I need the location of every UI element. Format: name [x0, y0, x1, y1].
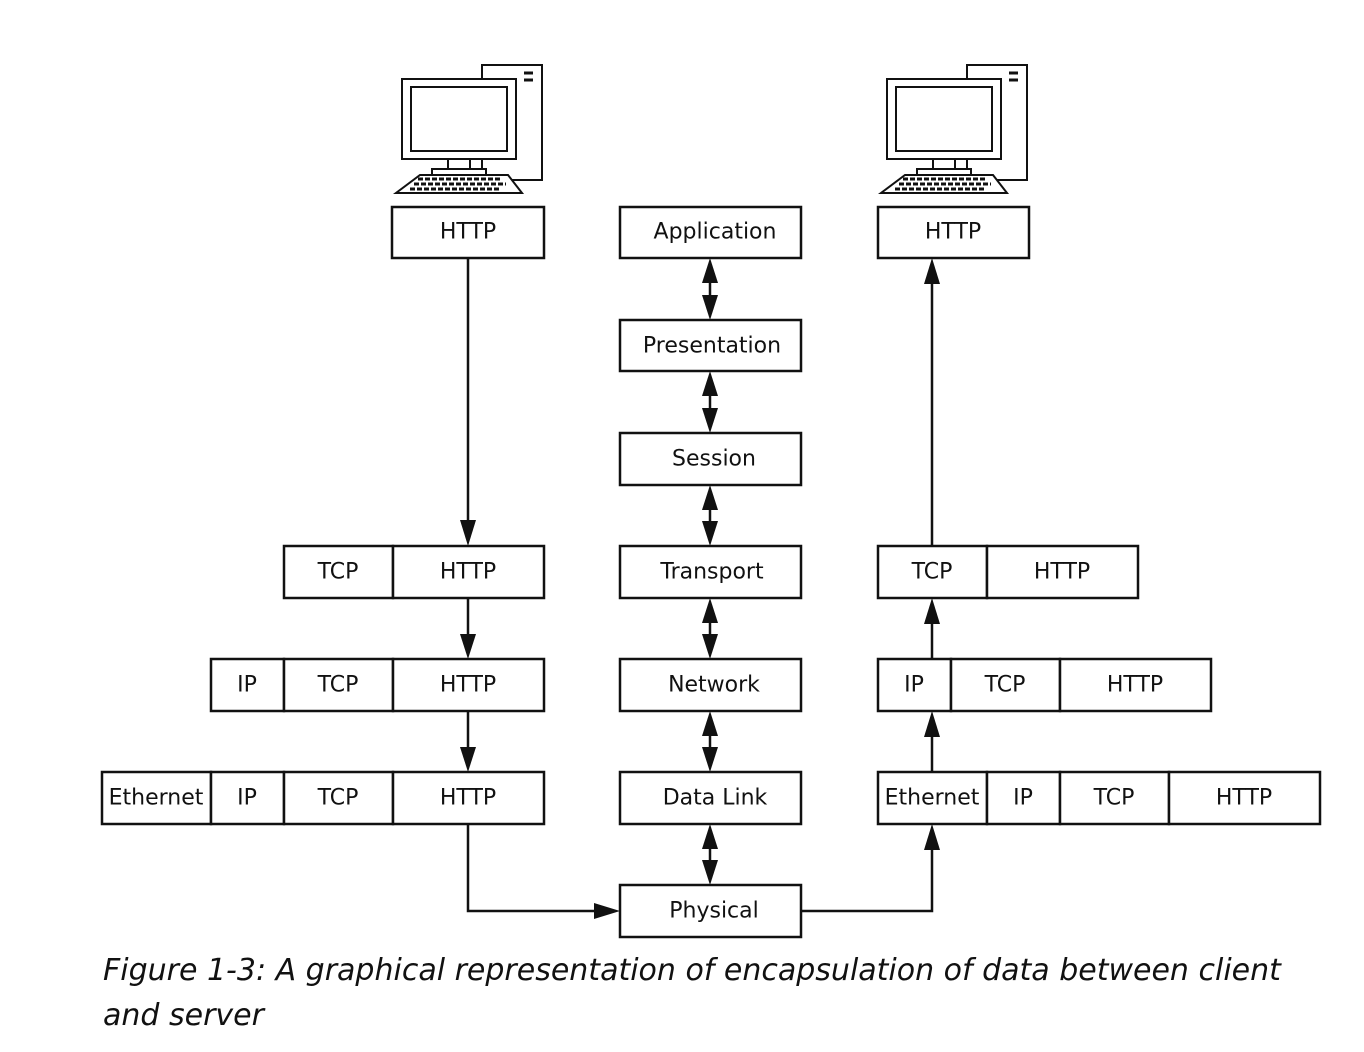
server-transport-cell: TCP [911, 560, 953, 585]
client-datalink-cell: IP [237, 786, 257, 811]
client-network-cell: IP [237, 673, 257, 698]
server-application-label: HTTP [925, 220, 981, 245]
server-arrows [801, 258, 940, 913]
server-datalink-cell: TCP [1093, 786, 1135, 811]
server-transport-cell: HTTP [1034, 560, 1090, 585]
server-network-packet: IP TCP HTTP [876, 657, 1213, 713]
client-application-box: HTTP [390, 205, 546, 260]
osi-layer-label: Session [672, 447, 756, 472]
client-network-cell: TCP [317, 673, 359, 698]
osi-datalink-box: Data Link [618, 770, 803, 826]
osi-network-box: Network [618, 657, 803, 713]
osi-layer-label: Application [654, 220, 777, 245]
client-datalink-frame: Ethernet IP TCP HTTP [100, 770, 546, 826]
server-datalink-cell: HTTP [1216, 786, 1272, 811]
client-datalink-cell: Ethernet [109, 786, 204, 811]
client-datalink-cell: TCP [317, 786, 359, 811]
client-computer-icon [394, 63, 544, 195]
server-datalink-cell: IP [1013, 786, 1033, 811]
osi-double-arrows [702, 258, 718, 885]
client-network-packet: IP TCP HTTP [209, 657, 546, 713]
client-transport-segment: TCP HTTP [282, 544, 546, 600]
server-network-cell: TCP [984, 673, 1026, 698]
server-datalink-cell: Ethernet [885, 786, 980, 811]
server-datalink-frame: Ethernet IP TCP HTTP [876, 770, 1322, 826]
server-application-box: HTTP [876, 205, 1031, 260]
figure-caption: Figure 1-3: A graphical representation o… [103, 953, 1281, 1033]
client-transport-cell: HTTP [440, 560, 496, 585]
osi-presentation-box: Presentation [618, 318, 803, 373]
client-application-label: HTTP [440, 220, 496, 245]
server-computer-icon [879, 63, 1029, 195]
osi-layer-label: Presentation [643, 334, 781, 359]
client-transport-cell: TCP [317, 560, 359, 585]
server-transport-segment: TCP HTTP [876, 544, 1140, 600]
osi-layer-label: Transport [659, 560, 764, 585]
server-network-cell: IP [904, 673, 924, 698]
server-network-cell: HTTP [1107, 673, 1163, 698]
client-datalink-cell: HTTP [440, 786, 496, 811]
osi-physical-box: Physical [618, 883, 803, 939]
osi-layer-label: Physical [669, 899, 759, 924]
encapsulation-diagram: HTTP TCP HTTP IP TCP HTTP Ethernet IP TC… [100, 63, 1322, 939]
client-network-cell: HTTP [440, 673, 496, 698]
osi-session-box: Session [618, 431, 803, 487]
osi-layer-label: Network [668, 673, 760, 698]
client-arrows [460, 258, 620, 919]
osi-application-box: Application [618, 205, 803, 260]
osi-layer-label: Data Link [663, 786, 768, 811]
osi-transport-box: Transport [618, 544, 803, 600]
